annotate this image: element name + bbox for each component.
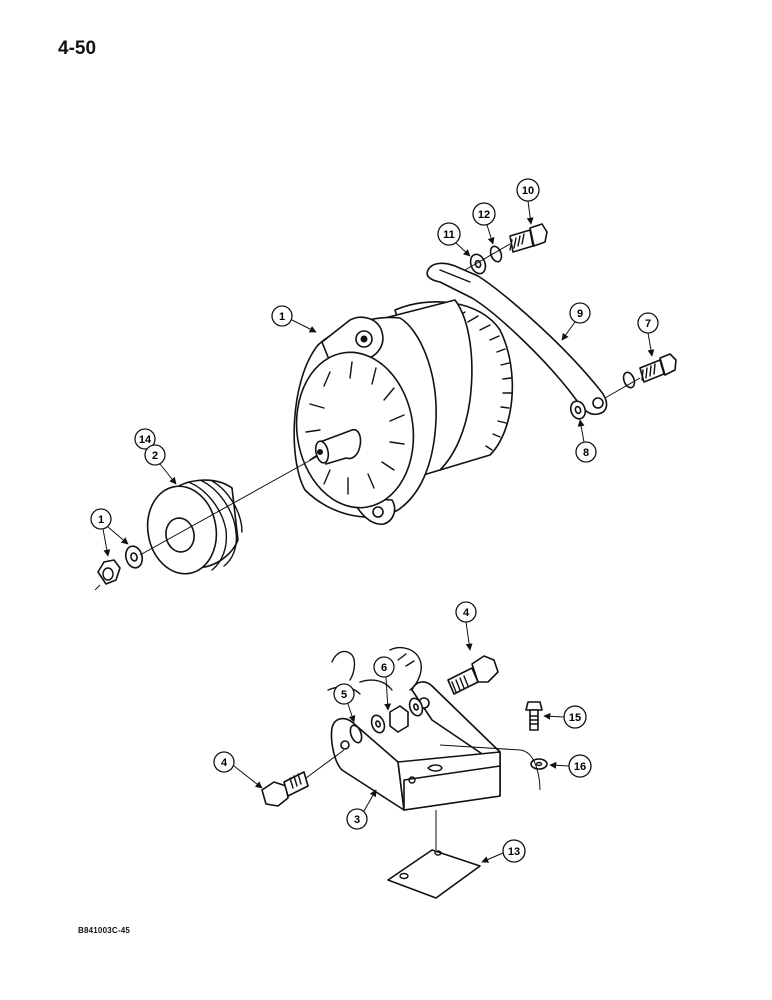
- callout-8: 8: [575, 419, 597, 463]
- strap-lower-bolt: [639, 353, 677, 383]
- svg-text:12: 12: [478, 209, 490, 221]
- callout-3: 3: [346, 789, 377, 830]
- callout-7: 7: [637, 312, 659, 357]
- callout-14-2: 14 2: [134, 428, 177, 485]
- small-washer: [530, 758, 548, 770]
- callout-9: 9: [561, 302, 591, 341]
- bracket-washer-a: [349, 724, 363, 744]
- strap-lower-washer-b: [569, 400, 587, 420]
- svg-text:2: 2: [152, 450, 158, 462]
- base-plate: [387, 849, 481, 899]
- mounting-bracket: [330, 681, 501, 811]
- upper-hardware-axis: [464, 243, 511, 271]
- bracket-lower-bolt: [261, 771, 309, 807]
- svg-text:1: 1: [279, 311, 285, 323]
- svg-text:3: 3: [354, 814, 360, 826]
- page-number: 4-50: [58, 38, 97, 59]
- svg-text:9: 9: [577, 308, 583, 320]
- pulley-nut: [97, 559, 121, 585]
- callout-13: 13: [481, 839, 526, 863]
- strap-upper-lockwasher: [489, 245, 503, 263]
- callout-11: 11: [437, 222, 471, 257]
- alternator-shaft: [314, 428, 362, 465]
- callout-1-alternator: 1: [271, 305, 317, 333]
- adjusting-strap: [426, 262, 608, 416]
- bracket-lower-axis: [305, 749, 345, 779]
- svg-text:7: 7: [645, 318, 651, 330]
- svg-text:8: 8: [583, 447, 589, 459]
- callout-4-lower: 4: [213, 751, 263, 789]
- svg-text:4: 4: [463, 607, 470, 619]
- svg-text:1: 1: [98, 514, 104, 526]
- bracket-washer-b: [370, 714, 386, 734]
- callout-16: 16: [549, 754, 592, 778]
- pulley-nut-stud: [94, 584, 101, 591]
- alternator: [293, 299, 514, 525]
- bracket-nut: [389, 705, 409, 733]
- pulley-centerline: [139, 455, 319, 556]
- lower-hardware-axis: [604, 377, 641, 399]
- strap-lower-washer-a: [622, 371, 636, 389]
- figure-code: B841003C-45: [78, 926, 131, 935]
- svg-text:5: 5: [341, 689, 347, 701]
- pulley-washer: [124, 545, 144, 569]
- alternator-vent-slots: [305, 361, 405, 495]
- callout-12: 12: [472, 202, 496, 245]
- callout-10: 10: [516, 178, 540, 225]
- small-washer-axis: [439, 744, 541, 791]
- callout-6: 6: [373, 656, 395, 711]
- svg-text:4: 4: [221, 757, 228, 769]
- bracket-washer-c: [408, 697, 424, 717]
- callout-5: 5: [333, 683, 356, 723]
- callout-4-upper: 4: [455, 601, 477, 651]
- svg-text:15: 15: [569, 712, 581, 724]
- svg-text:13: 13: [508, 846, 520, 858]
- svg-text:14: 14: [139, 434, 152, 446]
- svg-text:16: 16: [574, 761, 586, 773]
- callout-15: 15: [543, 705, 587, 729]
- pulley: [146, 479, 243, 575]
- small-bolt: [525, 701, 543, 731]
- callout-1-nut: 1: [90, 508, 129, 557]
- bracket-alternator-outline: [327, 647, 422, 695]
- bracket-upper-bolt: [447, 655, 499, 695]
- svg-text:10: 10: [522, 185, 534, 197]
- svg-text:11: 11: [443, 229, 455, 241]
- svg-text:6: 6: [381, 662, 387, 674]
- strap-upper-bolt: [509, 223, 548, 253]
